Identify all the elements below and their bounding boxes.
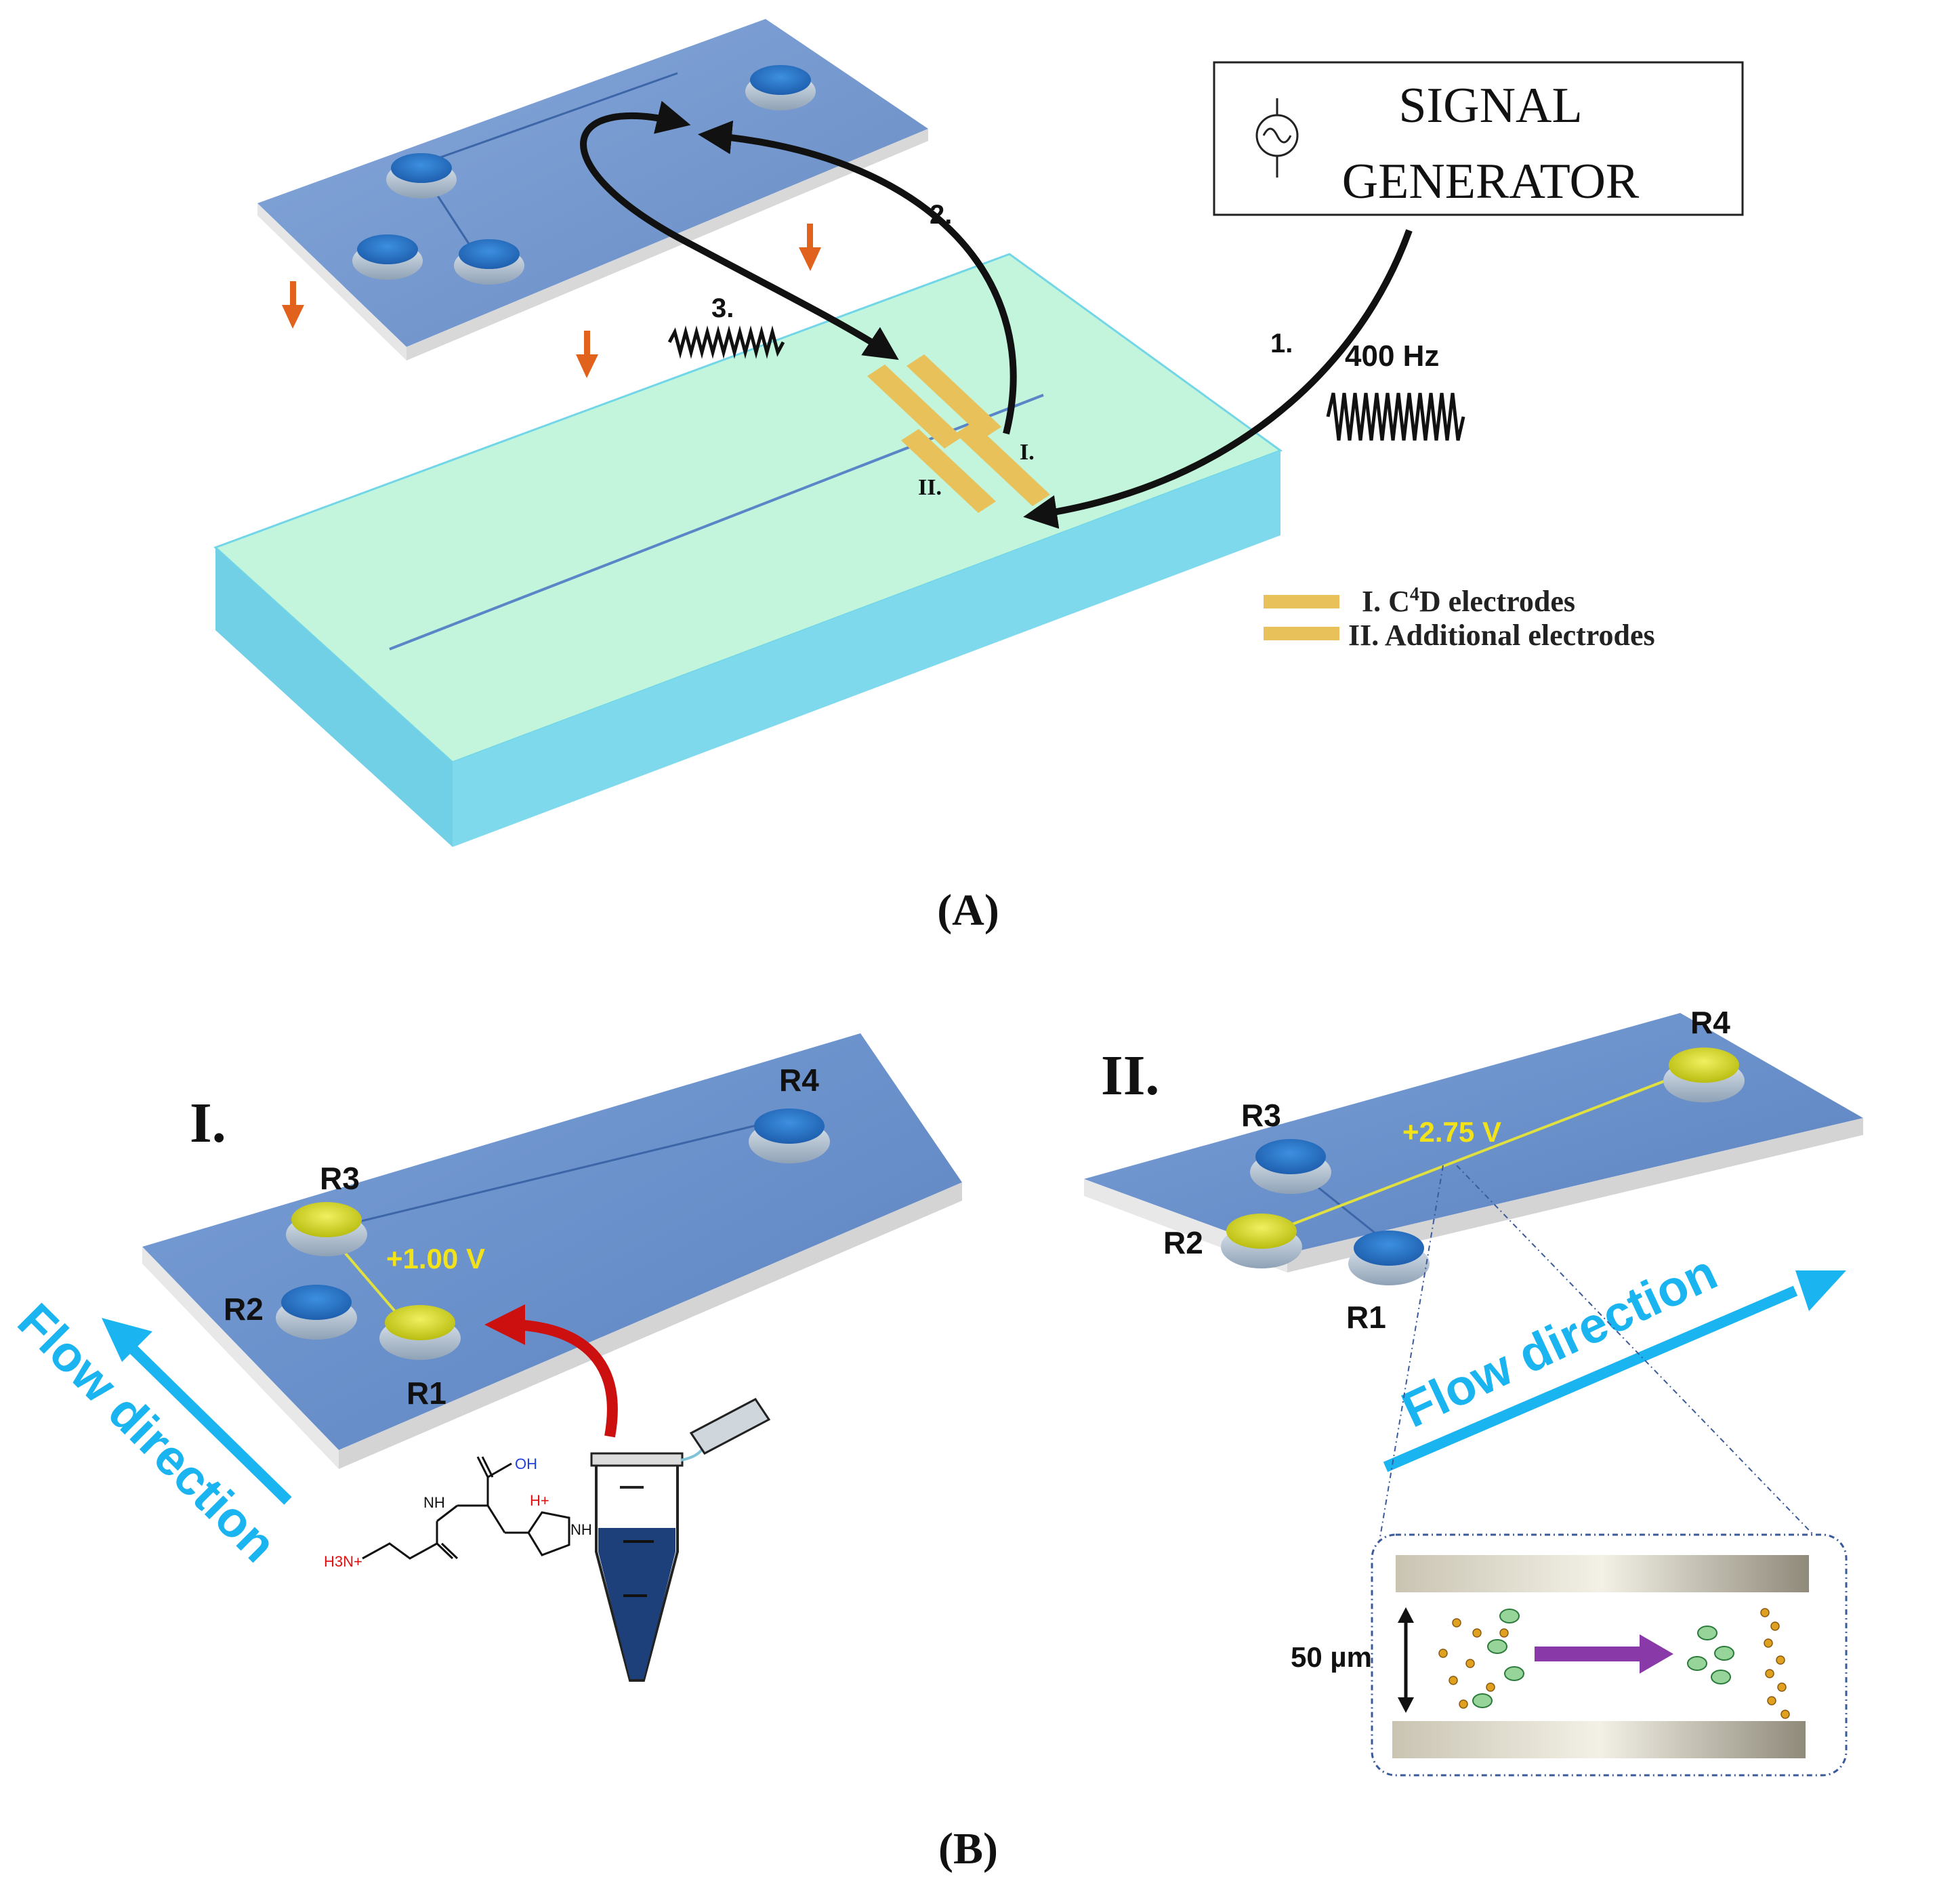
reservoir-r2-well: [276, 1285, 357, 1340]
analyte-particles-left: [1438, 1609, 1524, 1709]
label-r2: R2: [224, 1291, 264, 1327]
panel-b-label: (B): [938, 1824, 998, 1874]
arrow-3-loop: [580, 100, 899, 360]
top-chip: [257, 19, 928, 360]
flow-arrow-step-two: [1383, 1270, 1846, 1472]
electrode-bar: [867, 365, 962, 449]
reservoir-r4-well: [1663, 1048, 1745, 1102]
reservoir-r3-well: [1250, 1139, 1331, 1194]
down-arrow-icon: [799, 224, 821, 271]
legend-swatch: [1264, 595, 1339, 608]
signal-generator-line1: SIGNAL: [1398, 78, 1582, 133]
electrode-mark-two: II.: [918, 475, 942, 500]
wave-small-icon: [667, 325, 785, 359]
down-arrow-icon: [282, 281, 304, 329]
reservoir-r2-well: [1221, 1214, 1302, 1268]
channel-width-label: 50 µm: [1291, 1641, 1372, 1673]
chip-step-one: [142, 1033, 962, 1469]
sample-tube-icon: [590, 1398, 771, 1682]
panel-b-step-one: I. R4 R3 R2 R1 +1.00 V Flow direction: [7, 1033, 962, 1682]
reservoir-well: [386, 153, 457, 199]
channel-inset: 50 µm: [1291, 1533, 1848, 1777]
electrode-mark-one: I.: [1020, 440, 1035, 465]
signal-generator-line2: GENERATOR: [1342, 154, 1640, 209]
reservoir-well: [352, 234, 423, 280]
reservoir-r1-well: [1348, 1230, 1430, 1285]
label-r1: R1: [407, 1375, 446, 1411]
step-one-numeral: I.: [190, 1092, 226, 1155]
molecule-ring-nh: NH: [570, 1521, 592, 1538]
label-r4: R4: [779, 1062, 819, 1098]
channel-wall-top: [1396, 1555, 1809, 1592]
electrode-legend: I. C4D electrodes II. Additional electro…: [1264, 584, 1655, 652]
panel-a: I. II. 2. 3. 1. 400 Hz SIGNAL GENERATOR: [213, 19, 1744, 935]
molecule-nh: NH: [423, 1494, 445, 1511]
frequency-label: 400 Hz: [1345, 339, 1439, 373]
width-dimension-arrow: [1398, 1607, 1414, 1713]
label-r4: R4: [1690, 1005, 1730, 1040]
step-two-label: 2.: [930, 200, 952, 230]
label-r3: R3: [1241, 1098, 1281, 1133]
analyte-particles-right: [1687, 1608, 1790, 1719]
step-two-numeral: II.: [1101, 1044, 1159, 1107]
zoom-lines: [1375, 1165, 1844, 1566]
legend-item-c4d: I. C4D electrodes: [1362, 584, 1575, 618]
panel-b-step-two: II. R4 R3 R2 R1 +2.75 V Flow direction: [1084, 1005, 1863, 1777]
electrode-bar: [901, 429, 996, 513]
separation-arrow: [1535, 1634, 1673, 1674]
flow-arrow-step-one: [102, 1318, 292, 1505]
electrode-bar: [955, 422, 1050, 506]
voltage-step-two: +2.75 V: [1402, 1116, 1501, 1148]
molecule-oh: OH: [515, 1455, 537, 1472]
voltage-step-one: +1.00 V: [386, 1243, 485, 1275]
arrow-1-signal: [1023, 229, 1413, 529]
panel-a-label: (A): [937, 886, 999, 935]
legend-swatch: [1264, 627, 1339, 640]
step-three-label: 3.: [711, 293, 734, 323]
signal-generator: SIGNAL GENERATOR: [1213, 61, 1744, 216]
down-arrow-icon: [576, 331, 598, 378]
reservoir-well: [454, 239, 524, 285]
legend-item-additional: II. Additional electrodes: [1348, 619, 1655, 652]
step-one-label: 1.: [1270, 329, 1293, 358]
channel-wall-bottom: [1392, 1721, 1806, 1758]
wave-large-icon: [1326, 392, 1465, 441]
electrodes: [867, 354, 1050, 513]
reservoir-well: [745, 65, 816, 110]
molecule-amine: H3N+: [324, 1553, 362, 1570]
reservoir-r4-well: [749, 1109, 830, 1163]
reservoir-r3-well: [286, 1202, 367, 1256]
peptide-molecule: [362, 1456, 570, 1560]
electrode-bar: [907, 354, 1001, 438]
injection-arrow: [484, 1304, 618, 1438]
molecule-h-plus: H+: [530, 1492, 549, 1509]
label-r3: R3: [320, 1161, 360, 1196]
ac-source-icon: [1255, 98, 1299, 178]
label-r2: R2: [1163, 1225, 1203, 1260]
label-r1: R1: [1346, 1300, 1386, 1335]
reservoir-r1-well: [379, 1305, 461, 1360]
